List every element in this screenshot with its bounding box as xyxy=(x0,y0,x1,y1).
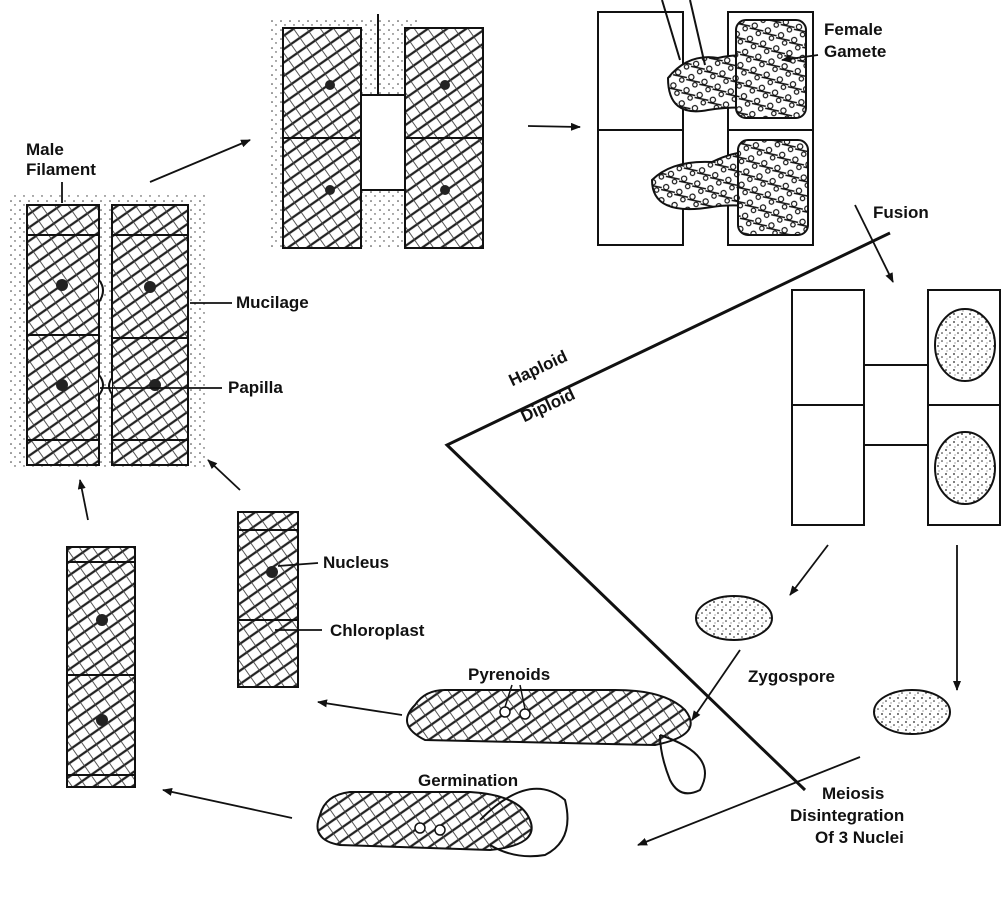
new-filament-long xyxy=(67,547,135,787)
label-male: Male xyxy=(26,140,64,160)
label-of-3-nuclei: Of 3 Nuclei xyxy=(815,828,904,848)
label-papilla: Papilla xyxy=(228,378,283,398)
label-filament: Filament xyxy=(26,160,96,180)
conjugation-tube-stage xyxy=(268,14,483,248)
new-filament-short xyxy=(238,512,322,687)
zygospore-1 xyxy=(696,596,772,640)
label-fusion: Fusion xyxy=(873,203,929,223)
zygospore-2 xyxy=(874,690,950,734)
label-nucleus: Nucleus xyxy=(323,553,389,573)
conjugating-filaments-pair xyxy=(8,182,232,470)
label-zygospore: Zygospore xyxy=(748,667,835,687)
zygote-formation-stage xyxy=(792,290,1000,525)
label-chloroplast: Chloroplast xyxy=(330,621,424,641)
germinating-zygospore-lower xyxy=(318,789,568,857)
gamete-migration-stage xyxy=(598,0,818,245)
nucleus-mark xyxy=(266,566,278,578)
label-germination: Germination xyxy=(418,771,518,791)
label-pyrenoids: Pyrenoids xyxy=(468,665,550,685)
label-mucilage: Mucilage xyxy=(236,293,309,313)
label-gamete: Gamete xyxy=(824,42,886,62)
label-female: Female xyxy=(824,20,883,40)
label-meiosis: Meiosis xyxy=(822,784,884,804)
label-disintegration: Disintegration xyxy=(790,806,904,826)
